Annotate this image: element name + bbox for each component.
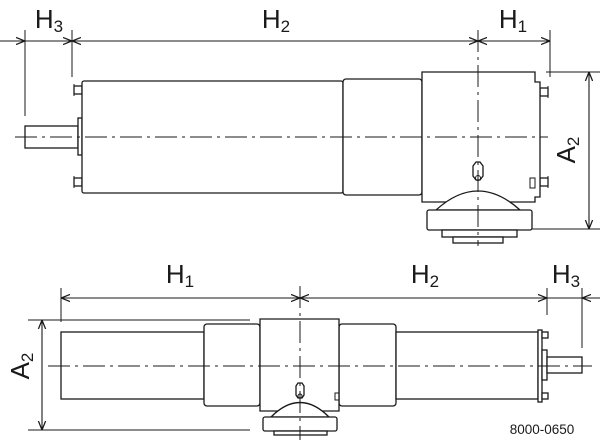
gearbox-notch (529, 177, 536, 189)
label-a2: A2 (5, 353, 37, 380)
base-spigot (441, 229, 518, 238)
label-h1: H1 (499, 4, 527, 36)
top-view: H3 H2 H1 A2 (0, 4, 600, 246)
label-h3: H3 (552, 259, 580, 291)
drawing-number: 8000-0650 (510, 422, 575, 437)
output-shaft (546, 356, 583, 374)
shaft-flange (541, 349, 548, 381)
bottom-view: H1 H2 H3 A2 8000-0650 (5, 259, 600, 440)
base-plate (426, 209, 533, 231)
label-h3: H3 (35, 4, 63, 36)
grease-nipple-icon (295, 382, 305, 399)
label-h2: H2 (411, 259, 439, 291)
label-a2: A2 (551, 137, 583, 164)
dome-cover (434, 190, 522, 211)
gearbox-notch (334, 392, 339, 401)
intermediate-housing (338, 323, 397, 407)
label-h1: H1 (166, 259, 194, 291)
label-h2: H2 (262, 4, 290, 36)
intermediate-housing (203, 323, 261, 407)
mounting-studs (541, 331, 549, 400)
